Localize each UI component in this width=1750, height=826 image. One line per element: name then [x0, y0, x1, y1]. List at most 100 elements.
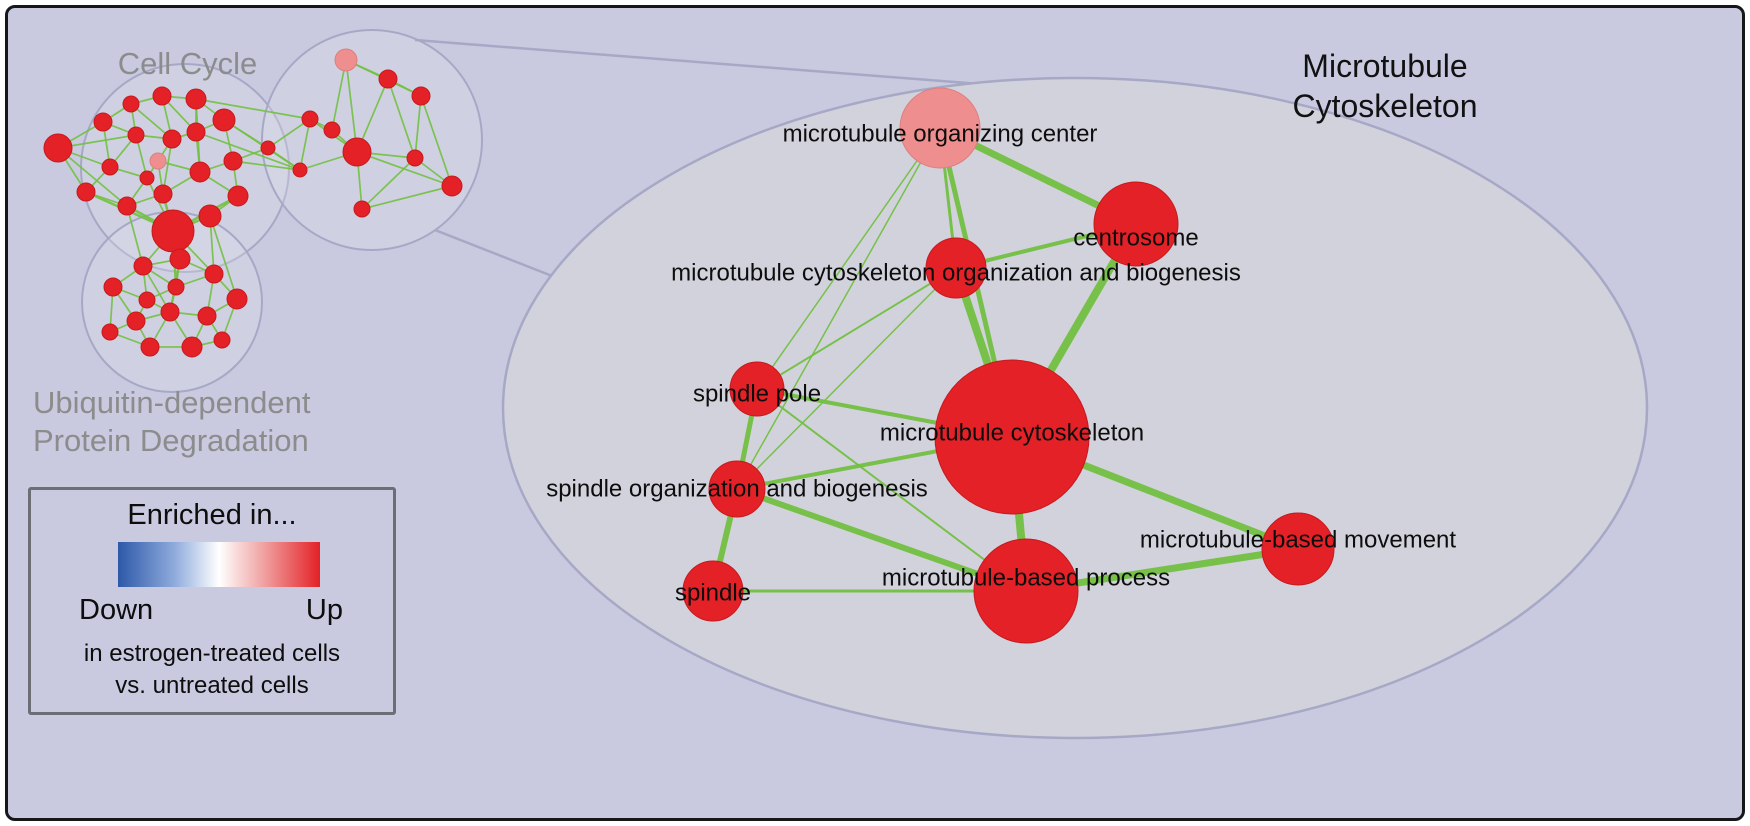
overview-node-b4: [342, 137, 372, 167]
overview-node-b10: [260, 140, 276, 156]
zoom-node-mcob: [925, 237, 987, 299]
zoom-node-label-mbm: microtubule-based movement: [1140, 527, 1456, 554]
overview-node-c7: [126, 311, 146, 331]
cluster-label-ubiquitin: Ubiquitin-dependent Protein Degradation: [33, 384, 311, 460]
cluster-label-microtubule-line2: Cytoskeleton: [1292, 88, 1478, 124]
zoom-node-label-mcob: microtubule cytoskeleton organization an…: [671, 260, 1241, 287]
overview-node-a6: [127, 126, 145, 144]
cluster-label-ubiquitin-line2: Protein Degradation: [33, 422, 309, 458]
zoom-edge-mcob-spindle-pole: [756, 267, 957, 390]
overview-edge: [267, 118, 311, 149]
overview-node-b0: [334, 48, 358, 72]
overview-node-b3: [301, 110, 319, 128]
zoom-node-labels: microtubule organizing center centrosome m…: [546, 121, 1456, 607]
overview-node-a9: [186, 122, 206, 142]
zoom-edge-moc-spindle-org: [736, 127, 941, 490]
legend-caption-line2: vs. untreated cells: [115, 672, 309, 699]
lens-line: [414, 38, 981, 86]
overview-edge: [195, 131, 301, 171]
figure-space: microtubule organizing center centrosome m…: [8, 8, 1742, 818]
overview-node-c6: [160, 302, 180, 322]
overview-node-a15: [223, 151, 243, 171]
overview-node-a10: [101, 158, 119, 176]
legend-down-label: Down: [79, 594, 154, 626]
cluster-circle-microtubule: [261, 29, 483, 251]
legend-gradient-bar: [118, 542, 320, 587]
zoom-nodes: [682, 87, 1335, 644]
zoom-node-label-spindle-org: spindle organization and biogenesis: [546, 476, 928, 503]
overview-edge: [57, 147, 128, 207]
cluster-label-microtubule-line1: Microtubule: [1302, 48, 1468, 84]
overview-node-c12: [213, 331, 231, 349]
overview-node-a3: [152, 86, 172, 106]
overview-node-b5: [406, 149, 424, 167]
zoom-node-label-mc: microtubule cytoskeleton: [880, 420, 1144, 447]
overview-edge: [387, 78, 416, 159]
overview-edge: [345, 59, 358, 153]
overview-node-c11: [138, 291, 156, 309]
overview-edge: [195, 98, 311, 120]
zoom-node-label-moc: microtubule organizing center: [783, 121, 1098, 148]
overview-node-c4: [226, 288, 248, 310]
overview-edge: [126, 205, 144, 267]
overview-node-c13: [167, 278, 185, 296]
overview-edge: [361, 157, 416, 210]
overview-node-b2: [411, 86, 431, 106]
legend-title: Enriched in...: [127, 499, 297, 531]
overview-cluster-circles: [80, 29, 483, 393]
legend-box: Enriched in... Down Up in estrogen-treat…: [28, 487, 396, 715]
overview-node-c1: [133, 256, 153, 276]
cluster-label-cell-cycle: Cell Cycle: [117, 46, 258, 81]
overview-node-b9: [323, 121, 341, 139]
zoom-edge-spindle-pole-mbp: [756, 388, 1027, 592]
overview-node-c5: [197, 306, 217, 326]
overview-edge: [299, 118, 311, 171]
overview-edge: [331, 59, 347, 131]
zoom-node-mbm: [1261, 512, 1335, 586]
overview-node-c10: [181, 336, 203, 358]
overview-edge: [232, 160, 301, 171]
zoom-node-spindle: [682, 560, 744, 622]
legend-caption-line1: in estrogen-treated cells: [83, 640, 341, 667]
overview-node-c0: [103, 277, 123, 297]
overview-node-a17: [198, 204, 222, 228]
overview-node-b1: [378, 69, 398, 89]
zoom-node-spindle-org: [708, 460, 766, 518]
network-svg: microtubule organizing center centrosome m…: [43, 29, 1649, 740]
overview-node-a16: [227, 185, 249, 207]
zoom-node-moc: [899, 87, 981, 169]
overview-edge: [414, 95, 422, 159]
zoom-edge-mcob-spindle-org: [736, 267, 957, 490]
overview-node-a7: [162, 129, 182, 149]
overview-node-c2: [169, 248, 191, 270]
overview-node-a11: [76, 182, 96, 202]
zoom-node-label-spindle: spindle: [675, 580, 751, 607]
legend-end-labels: Down Up: [79, 594, 343, 627]
zoom-node-centrosome: [1093, 181, 1179, 267]
zoom-node-mc: [934, 359, 1090, 515]
overview-node-a13: [153, 184, 173, 204]
overview-node-a18: [151, 209, 195, 253]
overview-node-c3: [204, 264, 224, 284]
overview-node-b7: [353, 200, 371, 218]
zoom-node-spindle-pole: [729, 361, 785, 417]
overview-node-a0: [43, 133, 73, 163]
overview-node-b8: [292, 162, 308, 178]
overview-node-a5: [212, 108, 236, 132]
overview-node-a8: [149, 152, 167, 170]
cluster-label-ubiquitin-line1: Ubiquitin-dependent: [33, 385, 311, 420]
zoom-node-label-centrosome: centrosome: [1073, 225, 1198, 252]
overview-node-a14: [189, 161, 211, 183]
legend-up-label: Up: [305, 594, 343, 626]
cluster-label-microtubule: Microtubule Cytoskeleton: [1255, 46, 1515, 126]
overview-nodes: [43, 48, 463, 358]
overview-edge: [420, 95, 453, 187]
overview-node-a4: [185, 88, 207, 110]
overview-node-b6: [441, 175, 463, 197]
overview-node-c8: [101, 323, 119, 341]
zoom-node-label-mbp: microtubule-based process: [882, 565, 1170, 592]
zoom-node-mbp: [973, 538, 1079, 644]
overview-node-a2: [122, 95, 140, 113]
overview-node-c9: [140, 337, 160, 357]
